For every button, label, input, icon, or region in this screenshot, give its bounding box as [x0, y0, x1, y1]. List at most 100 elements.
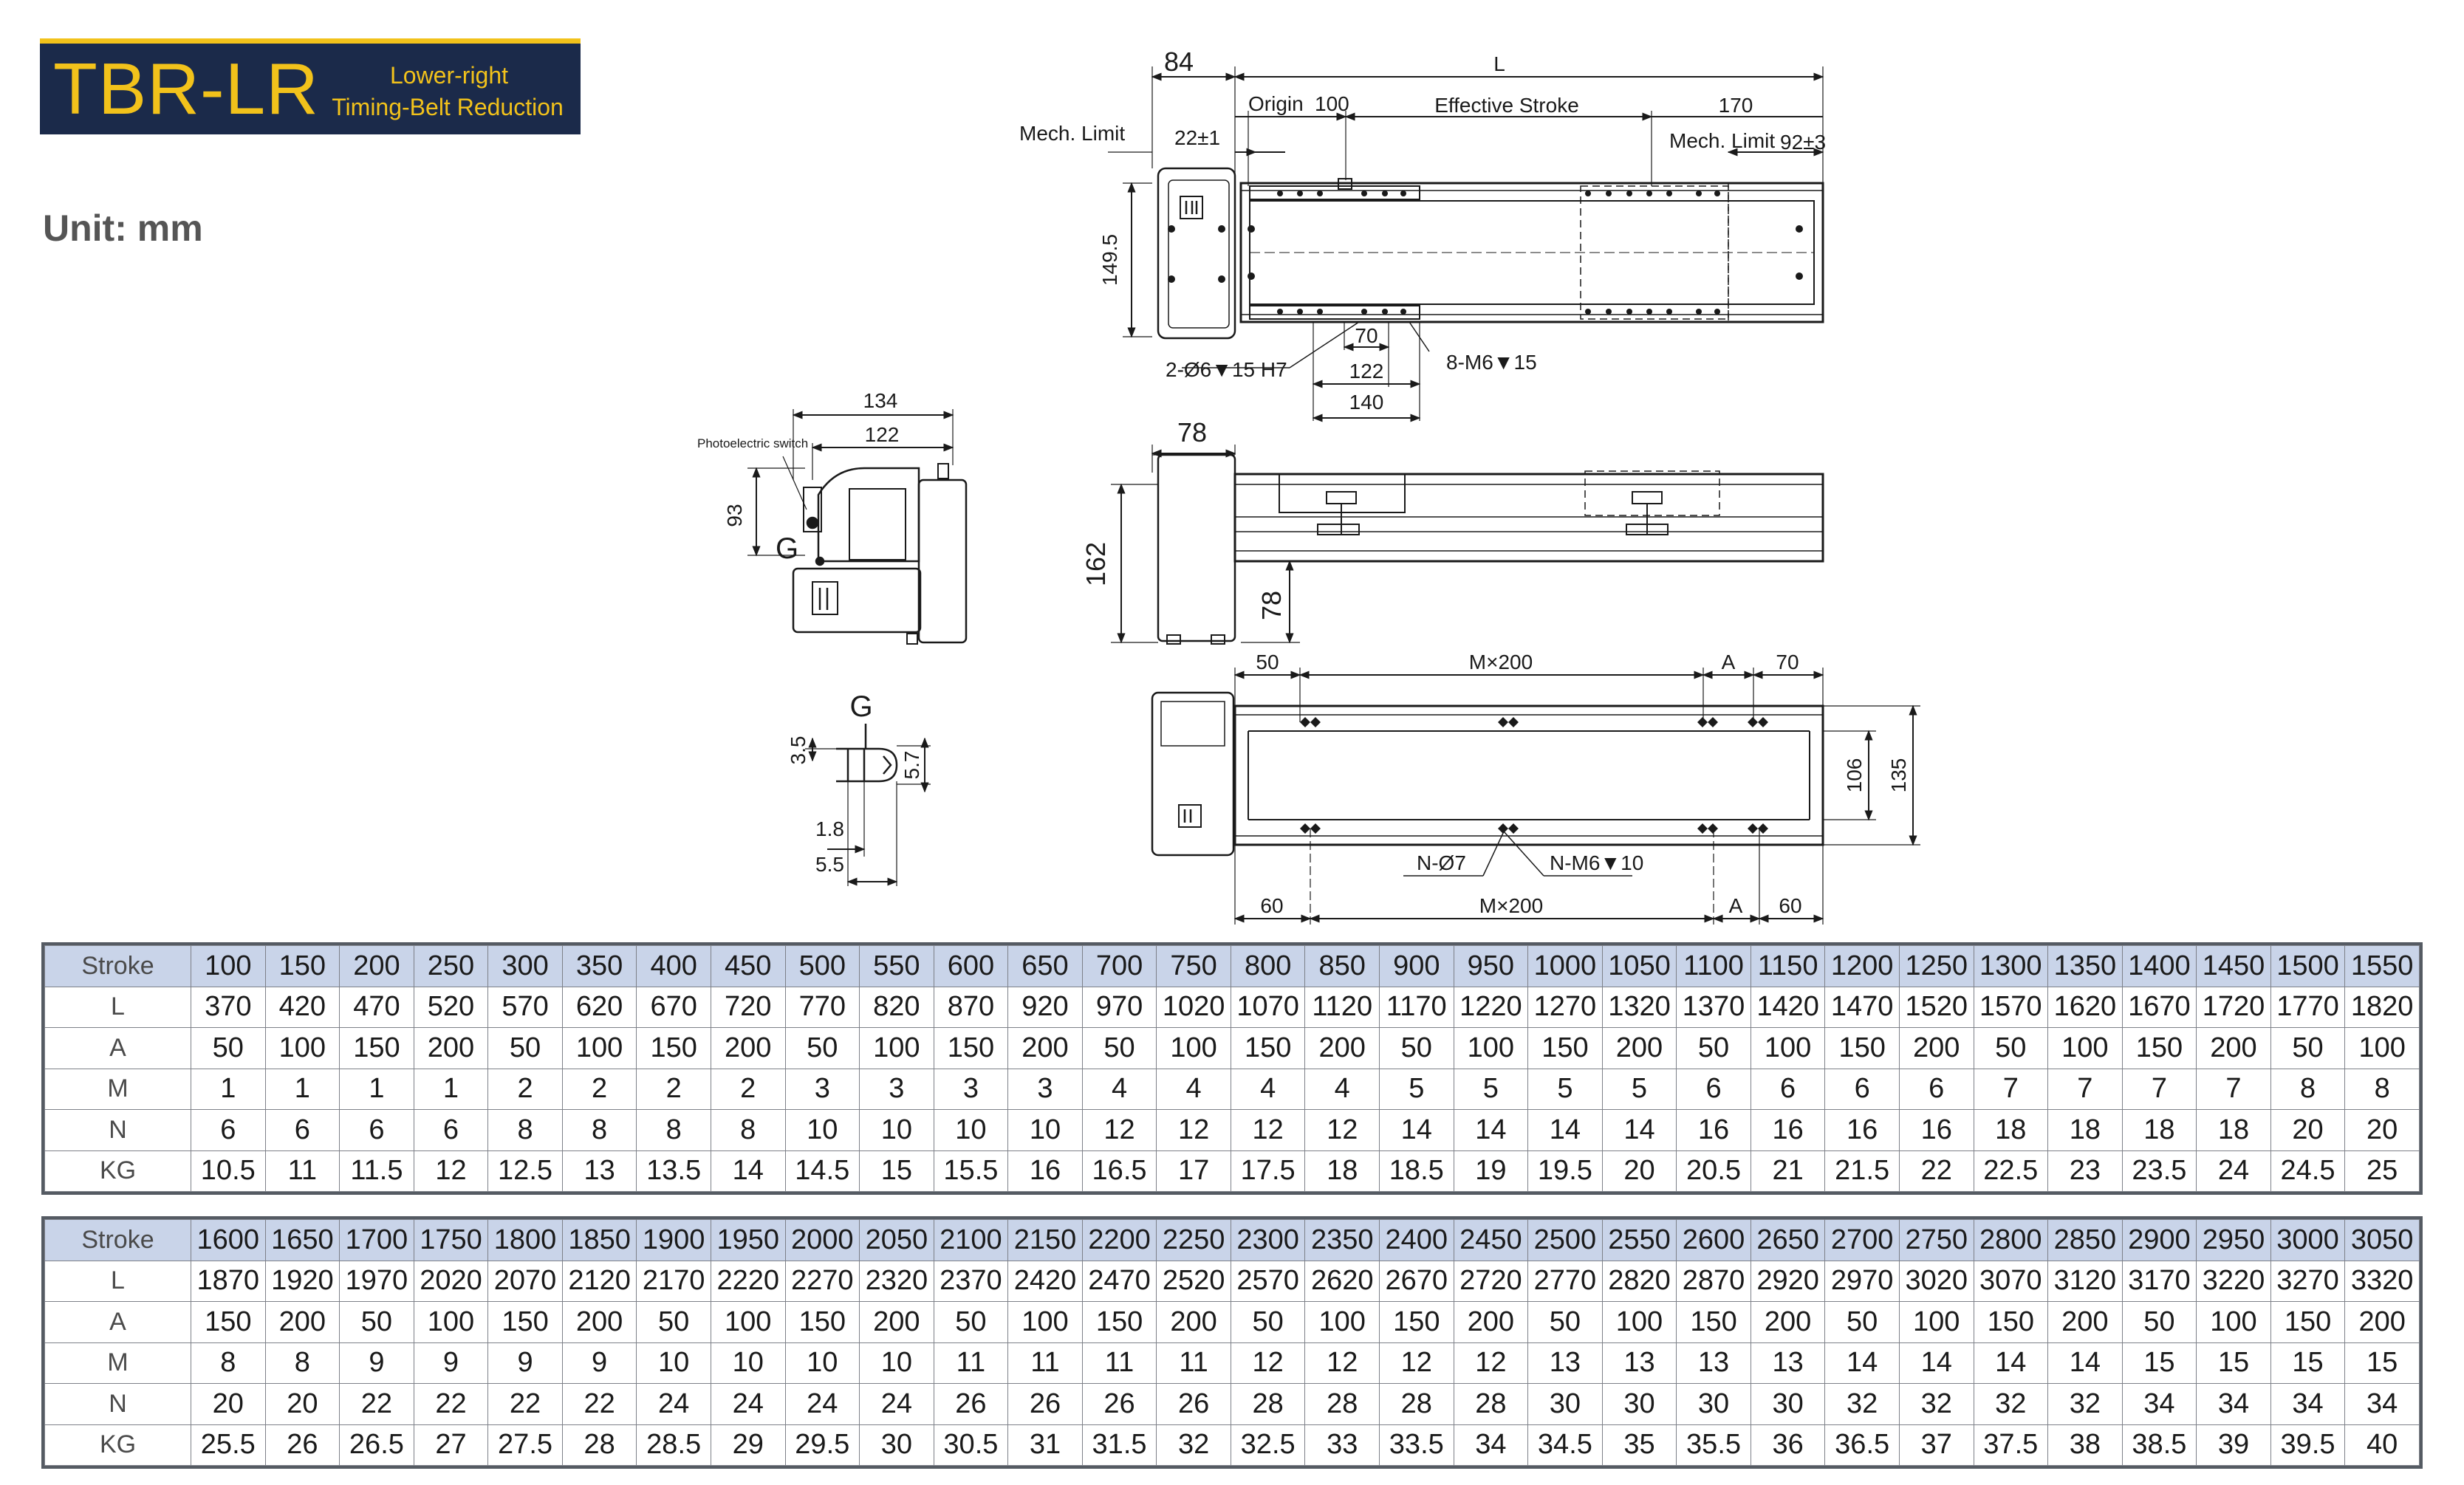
row-label-n: N [44, 1383, 191, 1425]
row-label-kg: KG [44, 1150, 191, 1192]
table-cell: 150 [2121, 1027, 2197, 1069]
table-cell: 520 [413, 986, 489, 1028]
table-cell: 200 [339, 945, 414, 987]
table-cell: 28 [1379, 1383, 1454, 1425]
dim-92: 92±3 [1780, 131, 1826, 154]
table-cell: 9 [339, 1342, 414, 1384]
table-cell: 2 [636, 1068, 711, 1110]
table-cell: 29.5 [784, 1424, 860, 1466]
model-title: TBR-LR [53, 48, 319, 129]
table-cell: 2900 [2121, 1219, 2197, 1261]
table-cell: 6 [1750, 1068, 1826, 1110]
dim-134: 134 [863, 389, 898, 412]
table-cell: 3220 [2196, 1260, 2271, 1302]
table-cell: 14 [1453, 1109, 1529, 1151]
table-cell: 20 [1601, 1150, 1677, 1192]
table-cell: 2750 [1898, 1219, 1974, 1261]
mech-limit-left-label: Mech. Limit [1019, 122, 1125, 145]
side-view-labels: 134 122 Photoelectric switch 93 G [697, 389, 899, 565]
table-cell: 100 [191, 945, 266, 987]
table-cell: 100 [1453, 1027, 1529, 1069]
table-cell: 650 [1007, 945, 1083, 987]
table-cell: 21 [1750, 1150, 1826, 1192]
table-cell: 3320 [2344, 1260, 2420, 1302]
table-cell: 100 [1750, 1027, 1826, 1069]
table-cell: 2270 [784, 1260, 860, 1302]
side-view [747, 409, 968, 645]
table-cell: 350 [561, 945, 637, 987]
table-cell: 10 [1007, 1109, 1083, 1151]
table-cell: 16 [1676, 1109, 1751, 1151]
table-cell: 37 [1898, 1424, 1974, 1466]
table-cell: 770 [784, 986, 860, 1028]
table-cell: 32 [1824, 1383, 1900, 1425]
table-cell: 12 [1156, 1109, 1231, 1151]
table-cell: 31 [1007, 1424, 1083, 1466]
model-subtitle-line2: Timing-Belt Reduction [332, 94, 564, 120]
dim-162: 162 [1081, 542, 1111, 586]
table-cell: 6 [1824, 1068, 1900, 1110]
table-cell: 22 [413, 1383, 489, 1425]
table-cell: 2450 [1453, 1219, 1529, 1261]
table-cell: 38.5 [2121, 1424, 2197, 1466]
dim-78-side: 78 [1256, 591, 1287, 620]
table-cell: 6 [191, 1109, 266, 1151]
table-cell: 2 [710, 1068, 786, 1110]
table-cell: 13 [1527, 1342, 1603, 1384]
table-cell: 16 [1007, 1150, 1083, 1192]
table-cell: 50 [636, 1301, 711, 1343]
table-cell: 26 [1081, 1383, 1157, 1425]
table-cell: 12 [1379, 1342, 1454, 1384]
table-cell: 6 [1676, 1068, 1751, 1110]
dim-L: L [1493, 52, 1505, 75]
table-cell: 1200 [1824, 945, 1900, 987]
top-view-labels: 84 L Origin 100 Effective Stroke 170 Mec… [1019, 47, 1826, 414]
table-cell: 30 [1601, 1383, 1677, 1425]
table-cell: 38 [2047, 1424, 2123, 1466]
table-cell: 100 [413, 1301, 489, 1343]
table-cell: 28 [561, 1424, 637, 1466]
table-cell: 1650 [264, 1219, 340, 1261]
table-cell: 2720 [1453, 1260, 1529, 1302]
dim-50: 50 [1256, 651, 1279, 673]
table-cell: 150 [1379, 1301, 1454, 1343]
table-cell: 10 [784, 1342, 860, 1384]
dim-5-5: 5.5 [815, 853, 844, 876]
table-cell: 100 [264, 1027, 340, 1069]
table-cell: 24 [636, 1383, 711, 1425]
table-cell: 200 [1453, 1301, 1529, 1343]
table-cell: 2050 [859, 1219, 934, 1261]
dim-140: 140 [1349, 391, 1384, 414]
table-cell: 100 [1304, 1301, 1380, 1343]
table-cell: 25 [2344, 1150, 2420, 1192]
table-cell: 32 [1973, 1383, 2049, 1425]
table-cell: 2700 [1824, 1219, 1900, 1261]
dim-60-left: 60 [1260, 894, 1283, 917]
table-cell: 30 [1676, 1383, 1751, 1425]
table-cell: 2800 [1973, 1219, 2049, 1261]
table-cell: 150 [339, 1027, 414, 1069]
table-cell: 1570 [1973, 986, 2049, 1028]
table-cell: 200 [1750, 1301, 1826, 1343]
table-cell: 200 [1007, 1027, 1083, 1069]
table-cell: 31.5 [1081, 1424, 1157, 1466]
table-cell: 12 [1453, 1342, 1529, 1384]
table-cell: 10 [784, 1109, 860, 1151]
motor-housing-top [1157, 167, 1236, 340]
table-cell: 20 [191, 1383, 266, 1425]
table-cell: 14 [1527, 1109, 1603, 1151]
table-cell: 50 [2270, 1027, 2346, 1069]
table-cell: 100 [859, 1027, 934, 1069]
table-cell: 820 [859, 986, 934, 1028]
table-cell: 15.5 [933, 1150, 1009, 1192]
table-cell: 13 [1676, 1342, 1751, 1384]
dim-22: 22±1 [1174, 126, 1220, 149]
table-cell: 29 [710, 1424, 786, 1466]
table-cell: 10 [636, 1342, 711, 1384]
dim-93: 93 [723, 504, 746, 527]
table-cell: 2500 [1527, 1219, 1603, 1261]
